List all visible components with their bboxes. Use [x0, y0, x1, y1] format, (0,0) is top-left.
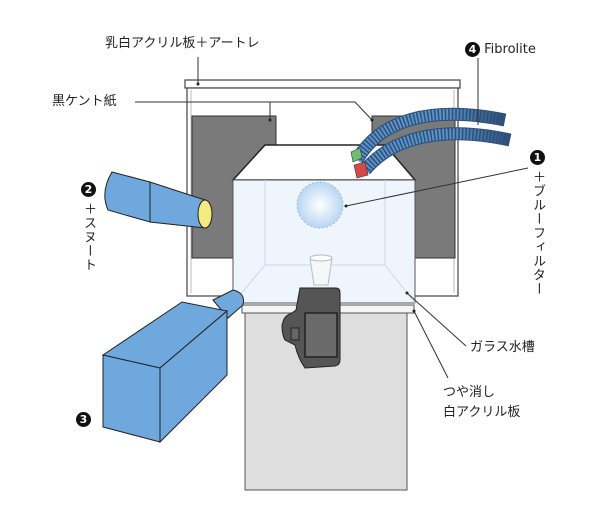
number-badge: 3 [76, 412, 91, 427]
box-light [101, 289, 244, 444]
matte-acrylic-label-line2: 白アクリル板 [443, 405, 521, 420]
snoot-badge: 2 [81, 182, 96, 197]
camera [281, 287, 341, 369]
blue-filter-badge: 1 [530, 150, 545, 165]
blue-filter-label: ＋ブルーフィルター [530, 170, 545, 296]
fibrolite-text: Fibrolite [484, 42, 536, 57]
snoot-light [104, 171, 213, 229]
number-badge: 4 [465, 42, 480, 57]
cup [309, 257, 333, 286]
matte-acrylic-label-line1: つや消し [443, 385, 496, 400]
number-badge: 1 [530, 150, 545, 165]
black-paper-label: 黒ケント紙 [52, 94, 117, 109]
box-light-badge: 3 [76, 412, 91, 427]
leader-lines [135, 57, 529, 379]
top-panel-label: 乳白アクリル板＋アートレ [105, 36, 260, 51]
number-badge: 2 [81, 182, 96, 197]
glass-tank [231, 144, 417, 304]
fibrolite-hoses [350, 107, 512, 179]
fibrolite-label: 4 Fibrolite [465, 42, 536, 57]
snoot-label: ＋スヌート [81, 202, 96, 272]
subject-sphere [296, 181, 344, 229]
glass-tank-label: ガラス水槽 [470, 340, 535, 355]
